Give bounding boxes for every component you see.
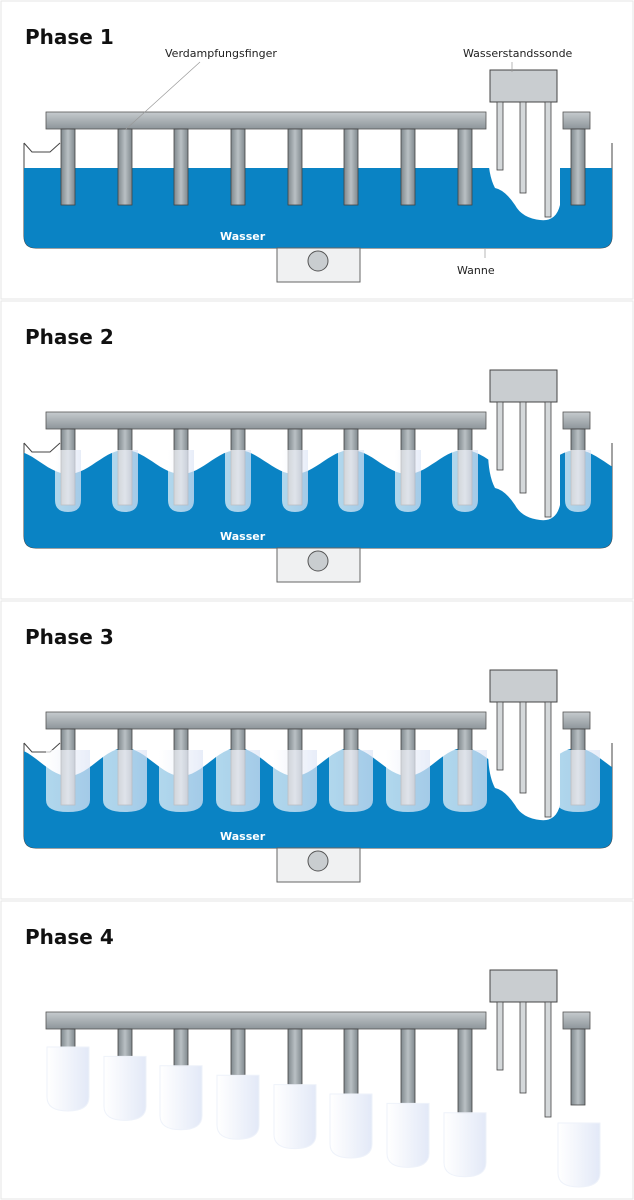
level-probe-rod xyxy=(519,101,527,194)
evaporator-finger xyxy=(173,1028,189,1067)
level-probe-rod xyxy=(519,1001,527,1094)
water-label: Wasser xyxy=(220,830,266,843)
falling-ice-block xyxy=(216,1074,260,1140)
level-probe-head xyxy=(489,669,558,703)
overflow-notch xyxy=(23,142,61,153)
evaporator-finger xyxy=(287,1028,303,1085)
falling-ice-block xyxy=(386,1102,430,1168)
phase-title: Phase 1 xyxy=(25,25,114,49)
ice-block xyxy=(103,750,147,812)
evaporator-finger xyxy=(173,128,189,206)
water-label: Wasser xyxy=(220,530,266,543)
phase-panel-2: Phase 2 Wasser xyxy=(0,300,634,600)
phase-title: Phase 2 xyxy=(25,325,114,349)
ice-block xyxy=(395,450,421,512)
level-probe-rod xyxy=(496,1001,504,1071)
falling-ice-block xyxy=(46,1046,90,1112)
level-probe-head xyxy=(489,969,558,1003)
evaporator-finger xyxy=(117,128,133,206)
evaporator-finger xyxy=(343,1028,359,1095)
ice-block xyxy=(112,450,138,512)
phase-panel-3: Phase 3 Wasser xyxy=(0,600,634,900)
level-probe-rod xyxy=(544,1001,552,1118)
ice-block xyxy=(216,750,260,812)
level-probe-head xyxy=(489,369,558,403)
tank-label: Wanne xyxy=(457,264,495,277)
ice-block xyxy=(452,450,478,512)
probe-label: Wasserstandssonde xyxy=(463,47,573,60)
overflow-notch xyxy=(23,442,61,453)
panel-frame xyxy=(0,900,634,1200)
water-label: Wasser xyxy=(220,230,266,243)
ice-block xyxy=(225,450,251,512)
evaporator-finger xyxy=(570,128,586,206)
phase-title: Phase 3 xyxy=(25,625,114,649)
level-probe-rod xyxy=(496,101,504,171)
ice-block xyxy=(556,750,600,812)
ice-block xyxy=(329,750,373,812)
evaporator-finger xyxy=(457,1028,473,1114)
level-probe-rod xyxy=(496,701,504,771)
manifold-bar xyxy=(45,411,487,430)
manifold-bar-right xyxy=(562,711,591,730)
falling-ice-block xyxy=(329,1093,373,1159)
pump-icon xyxy=(307,250,329,272)
manifold-bar-right xyxy=(562,111,591,130)
ice-block xyxy=(443,750,487,812)
manifold-bar xyxy=(45,1011,487,1030)
evaporator-finger xyxy=(230,1028,246,1076)
evaporator-finger xyxy=(117,1028,133,1057)
leader-line xyxy=(124,61,201,131)
pump-icon xyxy=(307,550,329,572)
phase-title: Phase 4 xyxy=(25,925,114,949)
ice-block xyxy=(338,450,364,512)
level-probe-rod xyxy=(519,701,527,794)
manifold-bar xyxy=(45,711,487,730)
evaporator-finger xyxy=(343,128,359,206)
manifold-bar-right xyxy=(562,411,591,430)
ice-block xyxy=(273,750,317,812)
phase-panel-4: Phase 4 xyxy=(0,900,634,1200)
ice-block xyxy=(55,450,81,512)
falling-ice-block xyxy=(443,1112,487,1178)
ice-block xyxy=(565,450,591,512)
level-probe-rod xyxy=(544,401,552,518)
fingers-label: Verdampfungsfinger xyxy=(165,47,277,60)
falling-ice-block xyxy=(103,1055,147,1121)
overflow-notch xyxy=(23,742,61,753)
ice-block xyxy=(168,450,194,512)
level-probe-rod xyxy=(544,701,552,818)
level-probe-head xyxy=(489,69,558,103)
ice-block xyxy=(282,450,308,512)
evaporator-finger xyxy=(400,128,416,206)
falling-ice-block xyxy=(557,1122,601,1188)
manifold-bar xyxy=(45,111,487,130)
evaporator-finger xyxy=(60,128,76,206)
evaporator-finger xyxy=(60,1028,76,1048)
pump-icon xyxy=(307,850,329,872)
falling-ice-block xyxy=(273,1084,317,1150)
ice-block xyxy=(159,750,203,812)
evaporator-finger xyxy=(287,128,303,206)
level-probe-rod xyxy=(496,401,504,471)
evaporator-finger xyxy=(400,1028,416,1104)
evaporator-finger xyxy=(570,1028,586,1106)
evaporator-finger xyxy=(457,128,473,206)
evaporator-finger xyxy=(230,128,246,206)
level-probe-rod xyxy=(519,401,527,494)
phase-panel-1: Phase 1 Wasser Verdampfungsfinger Wassersta… xyxy=(0,0,634,300)
level-probe-rod xyxy=(544,101,552,218)
falling-ice-block xyxy=(159,1065,203,1131)
ice-block xyxy=(386,750,430,812)
manifold-bar-right xyxy=(562,1011,591,1030)
ice-block xyxy=(46,750,90,812)
